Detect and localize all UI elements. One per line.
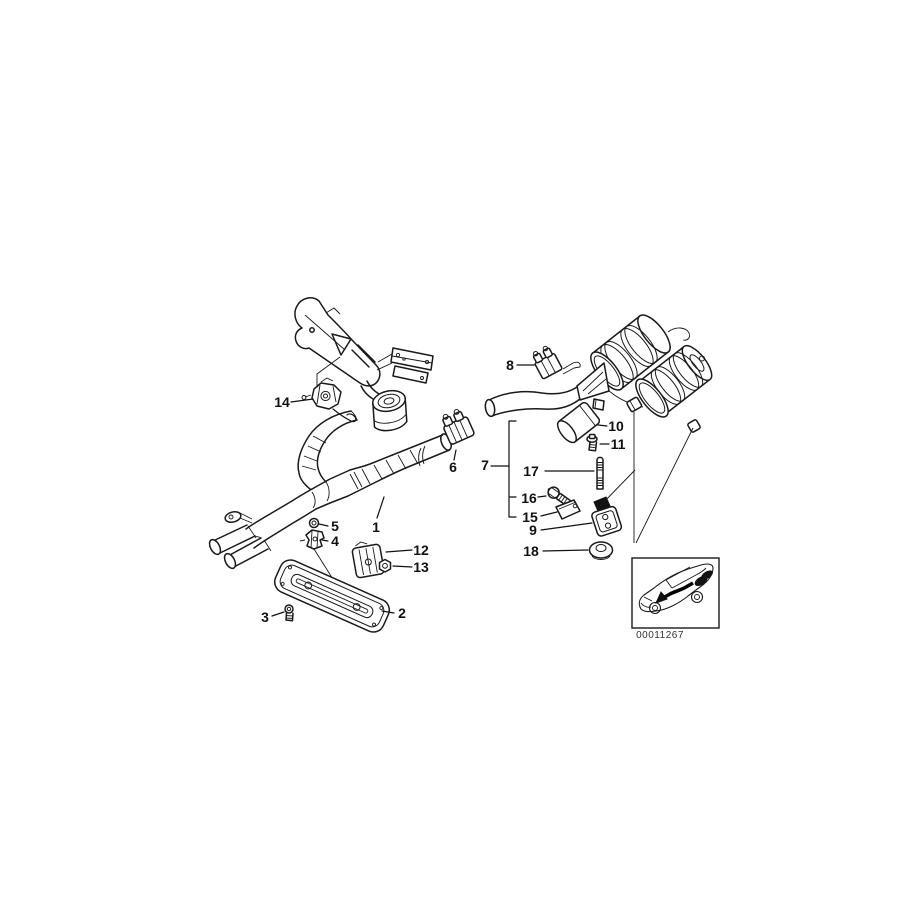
support-plate-part-15 — [555, 499, 581, 520]
callout-5[interactable]: 5 — [331, 518, 339, 534]
hex-nut-part-5 — [308, 517, 320, 529]
callout-3[interactable]: 3 — [261, 609, 269, 625]
grommet-part-18 — [588, 541, 614, 560]
heat-shield — [294, 297, 434, 400]
car-outline — [638, 563, 714, 615]
callout-11[interactable]: 11 — [611, 436, 626, 452]
callout-4[interactable]: 4 — [331, 533, 339, 549]
callout-17[interactable]: 17 — [523, 463, 539, 479]
mounting-kit-bracket-part-7 — [508, 420, 517, 518]
plate-screw-part-3 — [284, 604, 294, 622]
exhaust-highlight — [655, 570, 713, 604]
rubber-mount-part-12 — [351, 541, 385, 579]
hex-nut-part-13 — [378, 558, 392, 573]
callout-10[interactable]: 10 — [608, 418, 624, 434]
diagram-code: 00011267 — [636, 630, 684, 641]
locator-lines — [599, 412, 694, 544]
callout-13[interactable]: 13 — [413, 559, 429, 575]
exhaust-clamp-part-6 — [442, 409, 475, 445]
mounting-plate-part-2 — [273, 559, 391, 633]
callout-12[interactable]: 12 — [413, 542, 429, 558]
callout-2[interactable]: 2 — [398, 605, 406, 621]
hex-bolt-part-11 — [586, 433, 598, 452]
fork-wire — [562, 361, 581, 375]
front-exhaust-assembly-part-1 — [208, 410, 452, 570]
rear-silencer — [484, 314, 713, 433]
callout-18[interactable]: 18 — [523, 543, 539, 559]
rubber-mount-block-part-9 — [591, 496, 623, 537]
callout-1[interactable]: 1 — [372, 519, 380, 535]
leader-lines — [271, 364, 610, 617]
threaded-stud-part-17 — [596, 456, 604, 490]
callout-14[interactable]: 14 — [274, 394, 290, 410]
callout-15[interactable]: 15 — [522, 509, 538, 525]
callout-6[interactable]: 6 — [449, 459, 457, 475]
holder-clamp-part-14 — [301, 356, 342, 410]
vibration-damper — [371, 389, 408, 432]
rear-clamp-part-8 — [532, 345, 563, 380]
callout-9[interactable]: 9 — [529, 522, 537, 538]
callout-16[interactable]: 16 — [521, 490, 537, 506]
callout-7[interactable]: 7 — [481, 457, 489, 473]
car-location-thumbnail — [631, 557, 720, 629]
callout-8[interactable]: 8 — [506, 357, 514, 373]
tailpipe-tip-part-10 — [556, 401, 601, 444]
